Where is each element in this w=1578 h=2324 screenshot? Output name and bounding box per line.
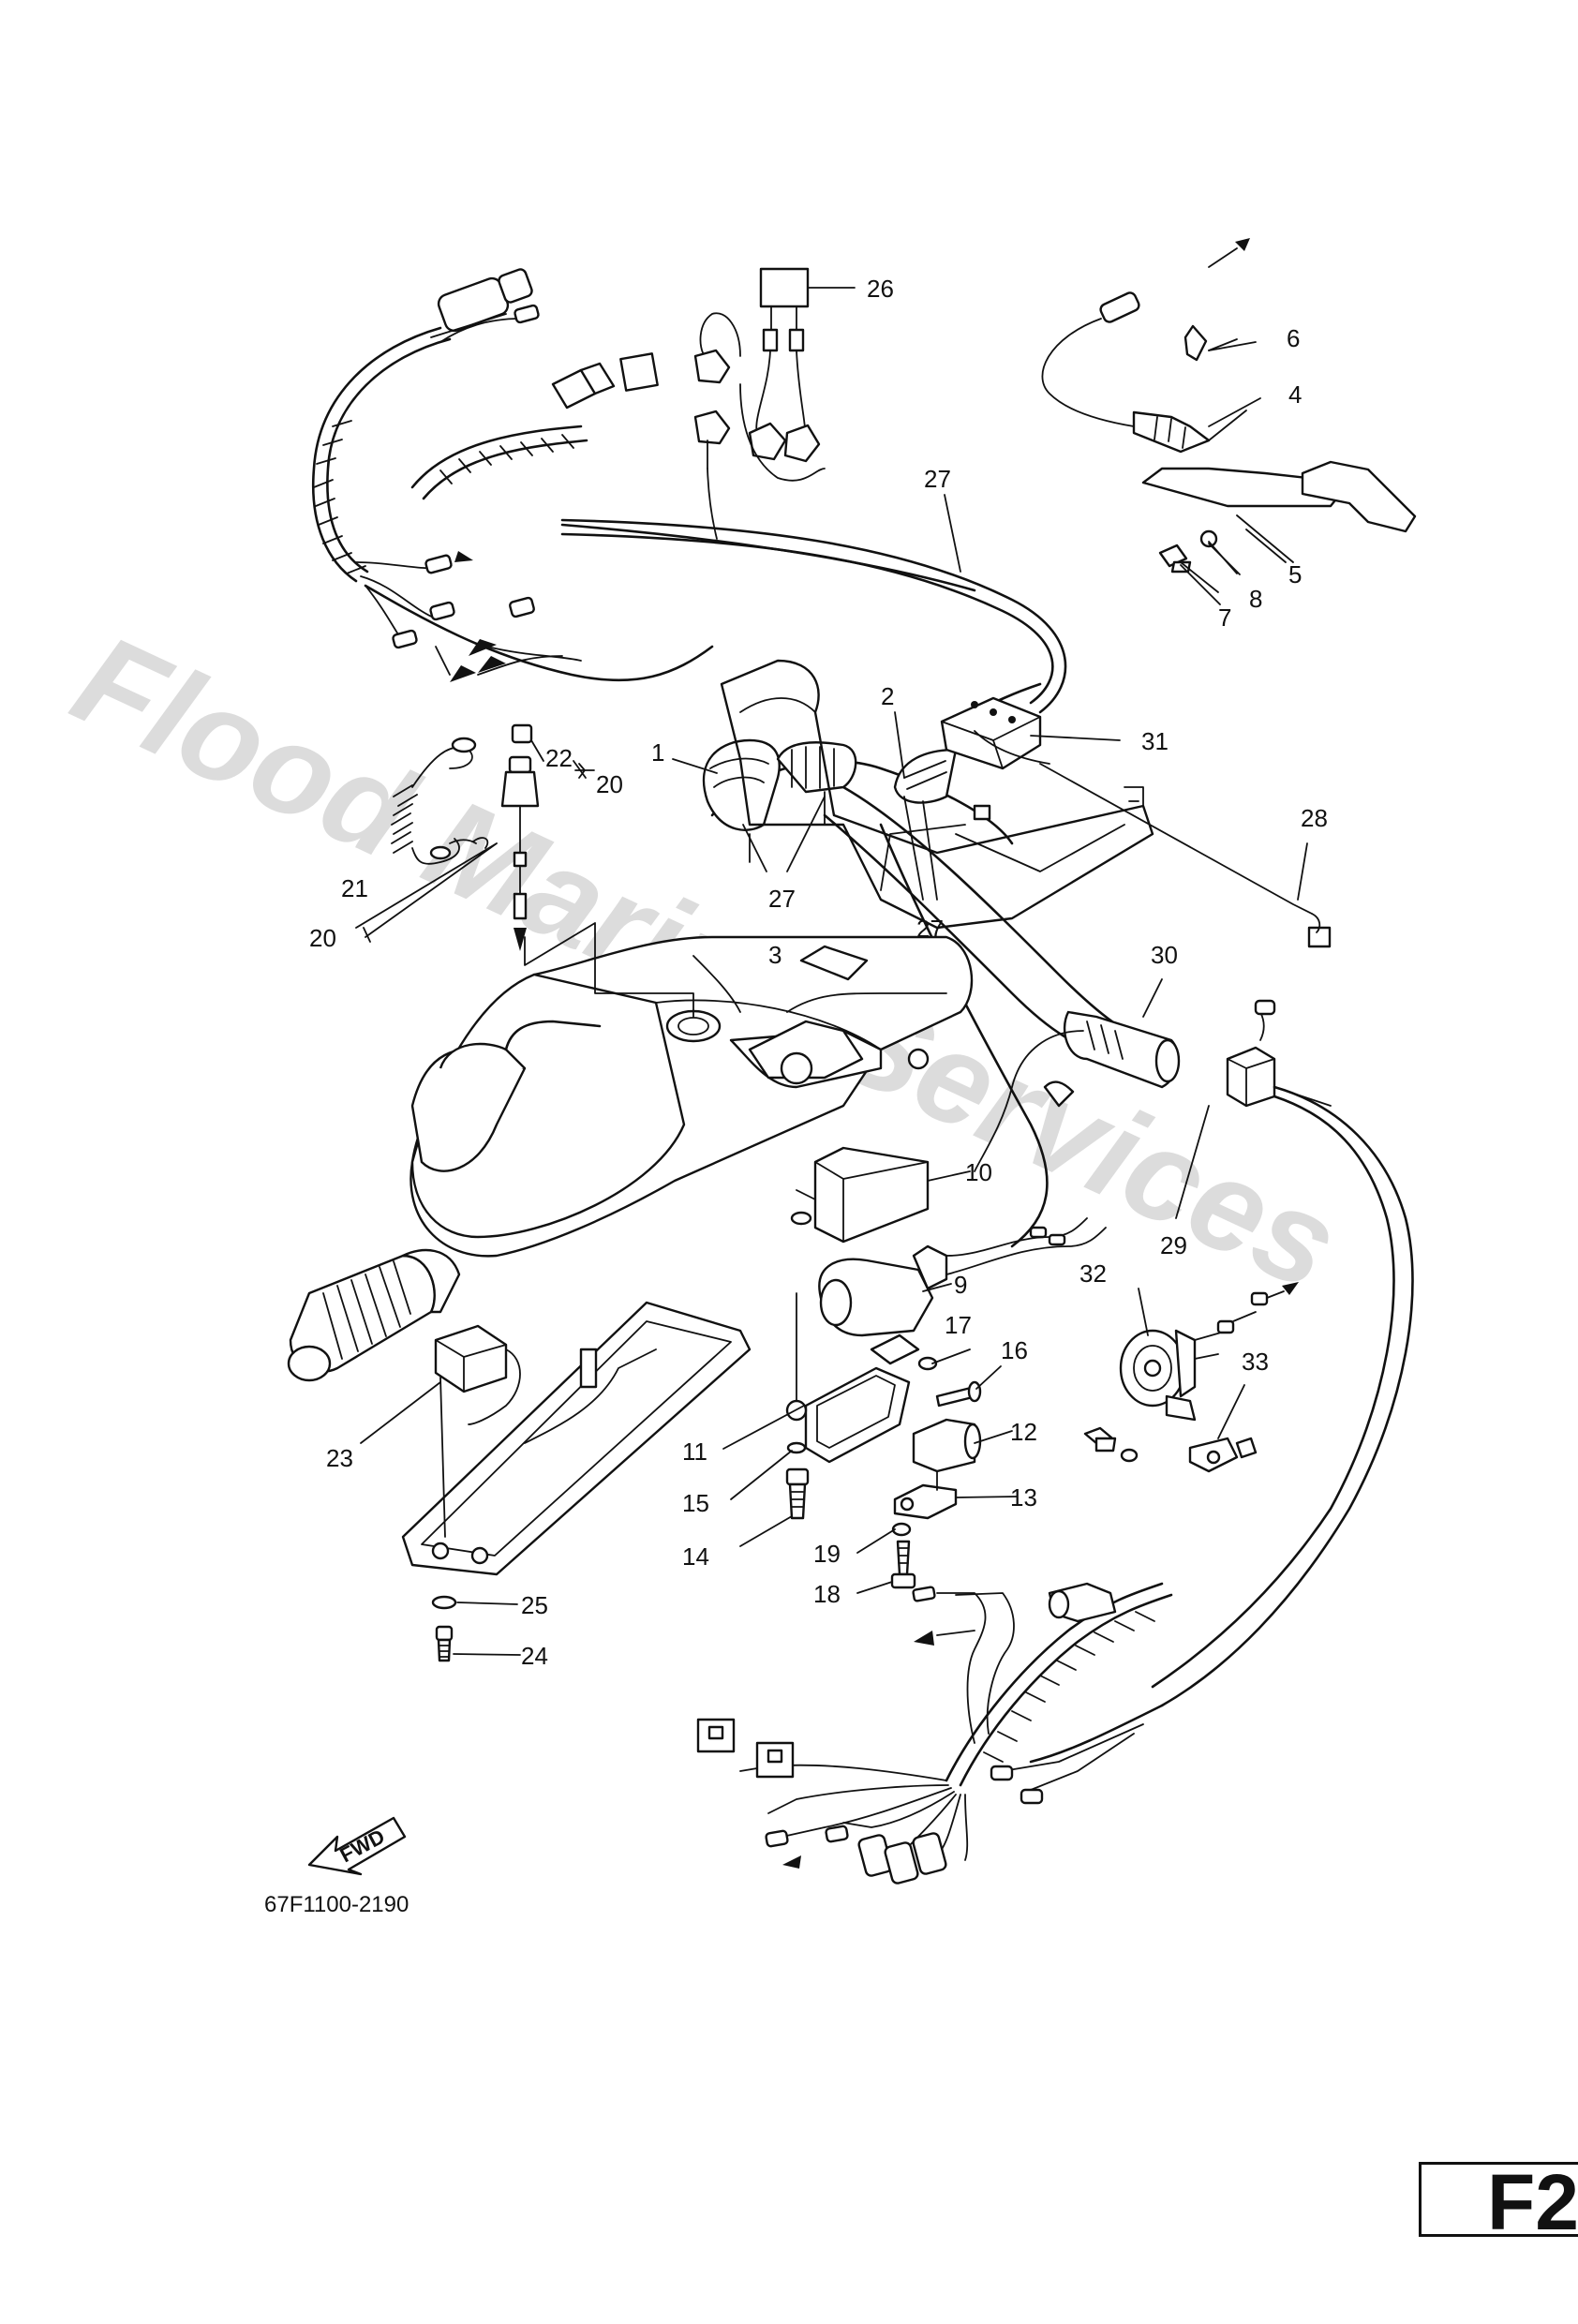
fwd-arrow: FWD bbox=[307, 1816, 407, 1876]
callout-20-kill-switch: 20 bbox=[596, 770, 623, 798]
callout-26: 26 bbox=[867, 275, 894, 303]
callout-12: 12 bbox=[1010, 1418, 1037, 1446]
callout-22: 22 bbox=[545, 744, 573, 772]
callout-25: 25 bbox=[521, 1591, 548, 1619]
screw-24 bbox=[431, 1595, 457, 1662]
callout-5: 5 bbox=[1288, 560, 1302, 588]
callout-labels: 1 2 3 4 5 6 7 8 9 10 11 12 13 14 15 16 1… bbox=[309, 275, 1328, 1670]
callout-9: 9 bbox=[954, 1271, 967, 1299]
callout-27-tie: 27 bbox=[924, 465, 951, 493]
callout-27-left: 27 bbox=[768, 885, 796, 913]
throttle-grip bbox=[287, 1020, 602, 1382]
page-tag-text: F2 bbox=[1487, 2162, 1578, 2237]
callout-4: 4 bbox=[1288, 380, 1302, 409]
bracket-5 bbox=[1141, 460, 1417, 593]
diagram-code: 67F1100-2190 bbox=[264, 1892, 409, 1917]
callout-28: 28 bbox=[1301, 804, 1328, 832]
callout-2: 2 bbox=[881, 682, 894, 710]
lower-cover-plate bbox=[401, 1301, 752, 1576]
callout-14: 14 bbox=[682, 1542, 709, 1571]
kill-switch-20 bbox=[355, 723, 694, 1018]
callout-18: 18 bbox=[813, 1580, 841, 1608]
leader-lines bbox=[360, 287, 1308, 1656]
callout-17: 17 bbox=[945, 1311, 972, 1339]
bolt-14 bbox=[785, 1441, 810, 1520]
callout-11: 11 bbox=[682, 1438, 707, 1466]
callout-20-lanyard: 20 bbox=[309, 924, 336, 952]
screw-16 bbox=[917, 1356, 982, 1408]
callout-30: 30 bbox=[1151, 941, 1178, 969]
buzzer-32 bbox=[1119, 1282, 1299, 1422]
callout-7: 7 bbox=[1218, 603, 1231, 632]
callout-21: 21 bbox=[341, 874, 368, 902]
page-tag: F2 bbox=[1419, 2162, 1578, 2237]
remote-box-frame bbox=[720, 659, 1154, 930]
bracket-33 bbox=[1083, 1426, 1258, 1473]
lower-harness bbox=[696, 1582, 1173, 1885]
grommets-1-2 bbox=[702, 738, 958, 863]
switch-31 bbox=[940, 696, 1050, 770]
cover-10 bbox=[790, 1146, 930, 1244]
callout-33: 33 bbox=[1242, 1348, 1269, 1376]
main-harness-upper-left bbox=[311, 268, 1067, 714]
sub-harness-26 bbox=[693, 267, 826, 540]
callout-24: 24 bbox=[521, 1642, 548, 1670]
callout-29: 29 bbox=[1160, 1231, 1187, 1259]
callout-32: 32 bbox=[1079, 1259, 1107, 1288]
callout-15: 15 bbox=[682, 1489, 709, 1517]
sender-4-6 bbox=[1041, 238, 1250, 454]
callout-bracket-20-22 bbox=[574, 763, 595, 779]
screw-18 bbox=[890, 1522, 916, 1589]
callout-8: 8 bbox=[1249, 585, 1262, 613]
callout-13: 13 bbox=[1010, 1483, 1037, 1512]
lead-wire-28 bbox=[1039, 763, 1332, 948]
switch-9 bbox=[818, 1217, 1107, 1337]
connectors-29-30 bbox=[974, 999, 1414, 1707]
callout-1: 1 bbox=[651, 738, 664, 767]
callout-23: 23 bbox=[326, 1444, 353, 1472]
label-plate-3 bbox=[799, 945, 869, 981]
solenoid-12 bbox=[893, 1418, 982, 1520]
callout-10: 10 bbox=[965, 1158, 992, 1186]
callout-16: 16 bbox=[1001, 1336, 1028, 1364]
callout-27-right: 27 bbox=[916, 915, 944, 943]
remote-control-handle bbox=[409, 935, 974, 1258]
callout-3: 3 bbox=[768, 941, 782, 969]
sensor-23 bbox=[434, 1324, 521, 1538]
callout-19: 19 bbox=[813, 1540, 841, 1568]
callout-31: 31 bbox=[1141, 727, 1169, 755]
callout-6: 6 bbox=[1287, 324, 1300, 352]
